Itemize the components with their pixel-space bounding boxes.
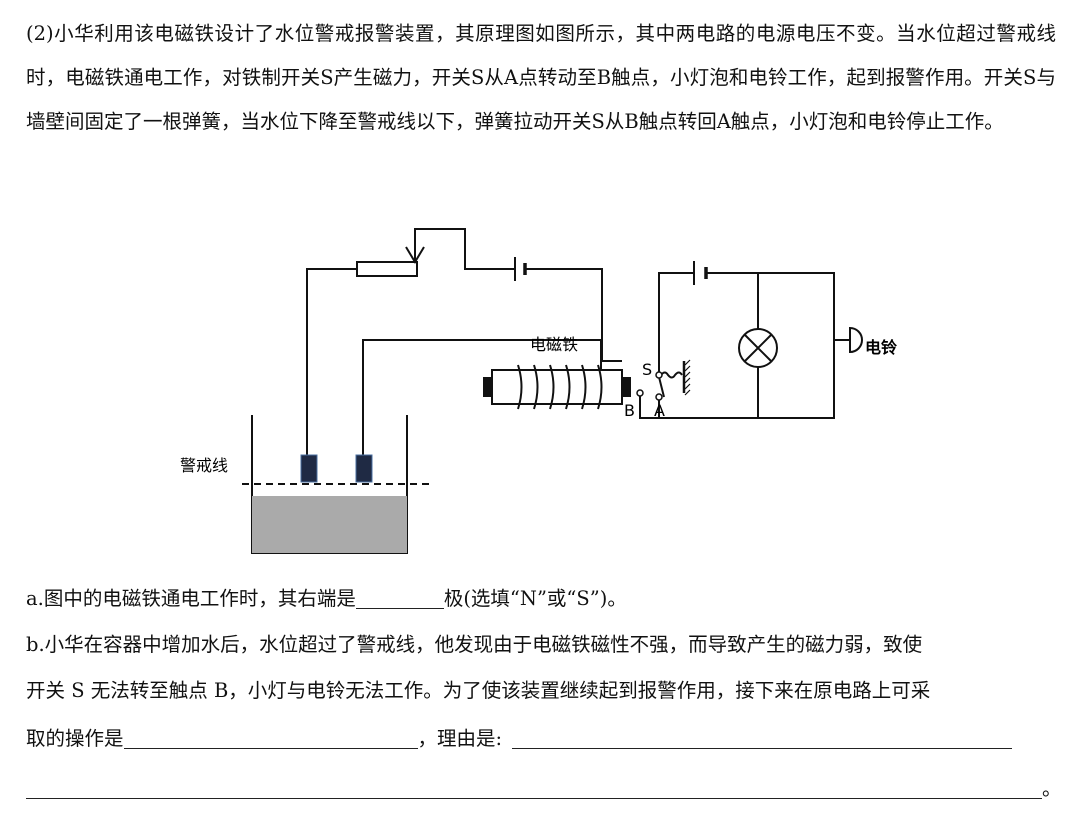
question-a-text: a.图中的电磁铁通电工作时，其右端是 [26, 587, 356, 610]
end-mark: 。 [1042, 777, 1062, 800]
question-a: a.图中的电磁铁通电工作时，其右端是 极(选填“N”或“S”)。 [26, 582, 627, 611]
wire-rheostat-slider [414, 228, 515, 270]
circuit-diagram: 电磁铁 电铃 警戒线 S A B [180, 228, 897, 554]
answer-blank-reason-continued[interactable] [26, 778, 1042, 799]
water [252, 496, 407, 553]
spring [660, 371, 683, 379]
wire-right-loop [639, 272, 835, 419]
core-left-end [483, 377, 493, 397]
lamp-cross [744, 334, 772, 362]
wire-left-electrode [306, 268, 357, 455]
question-b-line-2: 开关 S 无法转至触点 B，小灯与电铃无法工作。为了使该装置继续起到报警作用，接… [26, 679, 931, 702]
electromagnet-label: 电磁铁 [530, 335, 578, 354]
left-electrode [300, 454, 318, 483]
question-b-line-1: b.小华在容器中增加水后，水位超过了警戒线，他发现由于电磁铁磁性不强，而导致产生… [26, 633, 923, 656]
warning-line-label: 警戒线 [180, 456, 228, 475]
wire-battery-coil [525, 268, 622, 362]
wall-hatch [684, 359, 691, 396]
rheostat [356, 261, 418, 277]
answer-blank-operation[interactable] [123, 728, 418, 749]
bell-dome [849, 326, 863, 354]
question-b-line-4: 。 [26, 772, 1062, 801]
contact-b [636, 389, 644, 397]
operation-prompt: 取的操作是 [26, 727, 124, 750]
right-electrode [355, 454, 373, 483]
bell-label: 电铃 [865, 338, 897, 357]
core-right-end [621, 377, 631, 397]
slider-arrow [405, 246, 425, 264]
problem-intro: (2)小华利用该电磁铁设计了水位警戒报警装置，其原理图如图所示，其中两电路的电源… [26, 22, 1056, 133]
coil-windings [517, 364, 603, 410]
contact-a [655, 393, 663, 401]
switch-pivot [655, 371, 663, 379]
contact-a-label: A [654, 401, 665, 420]
answer-blank-reason[interactable] [512, 728, 1013, 749]
answer-blank-pole[interactable] [355, 588, 444, 609]
question-b-line-3: 取的操作是 ，理由是: [26, 722, 1013, 751]
reason-prompt: ，理由是: [417, 727, 503, 750]
switch-label: S [642, 360, 652, 379]
question-a-suffix: 极(选填“N”或“S”)。 [443, 587, 627, 610]
contact-b-label: B [624, 401, 635, 420]
switch-lever [658, 376, 665, 398]
wire-right-top [658, 272, 694, 373]
